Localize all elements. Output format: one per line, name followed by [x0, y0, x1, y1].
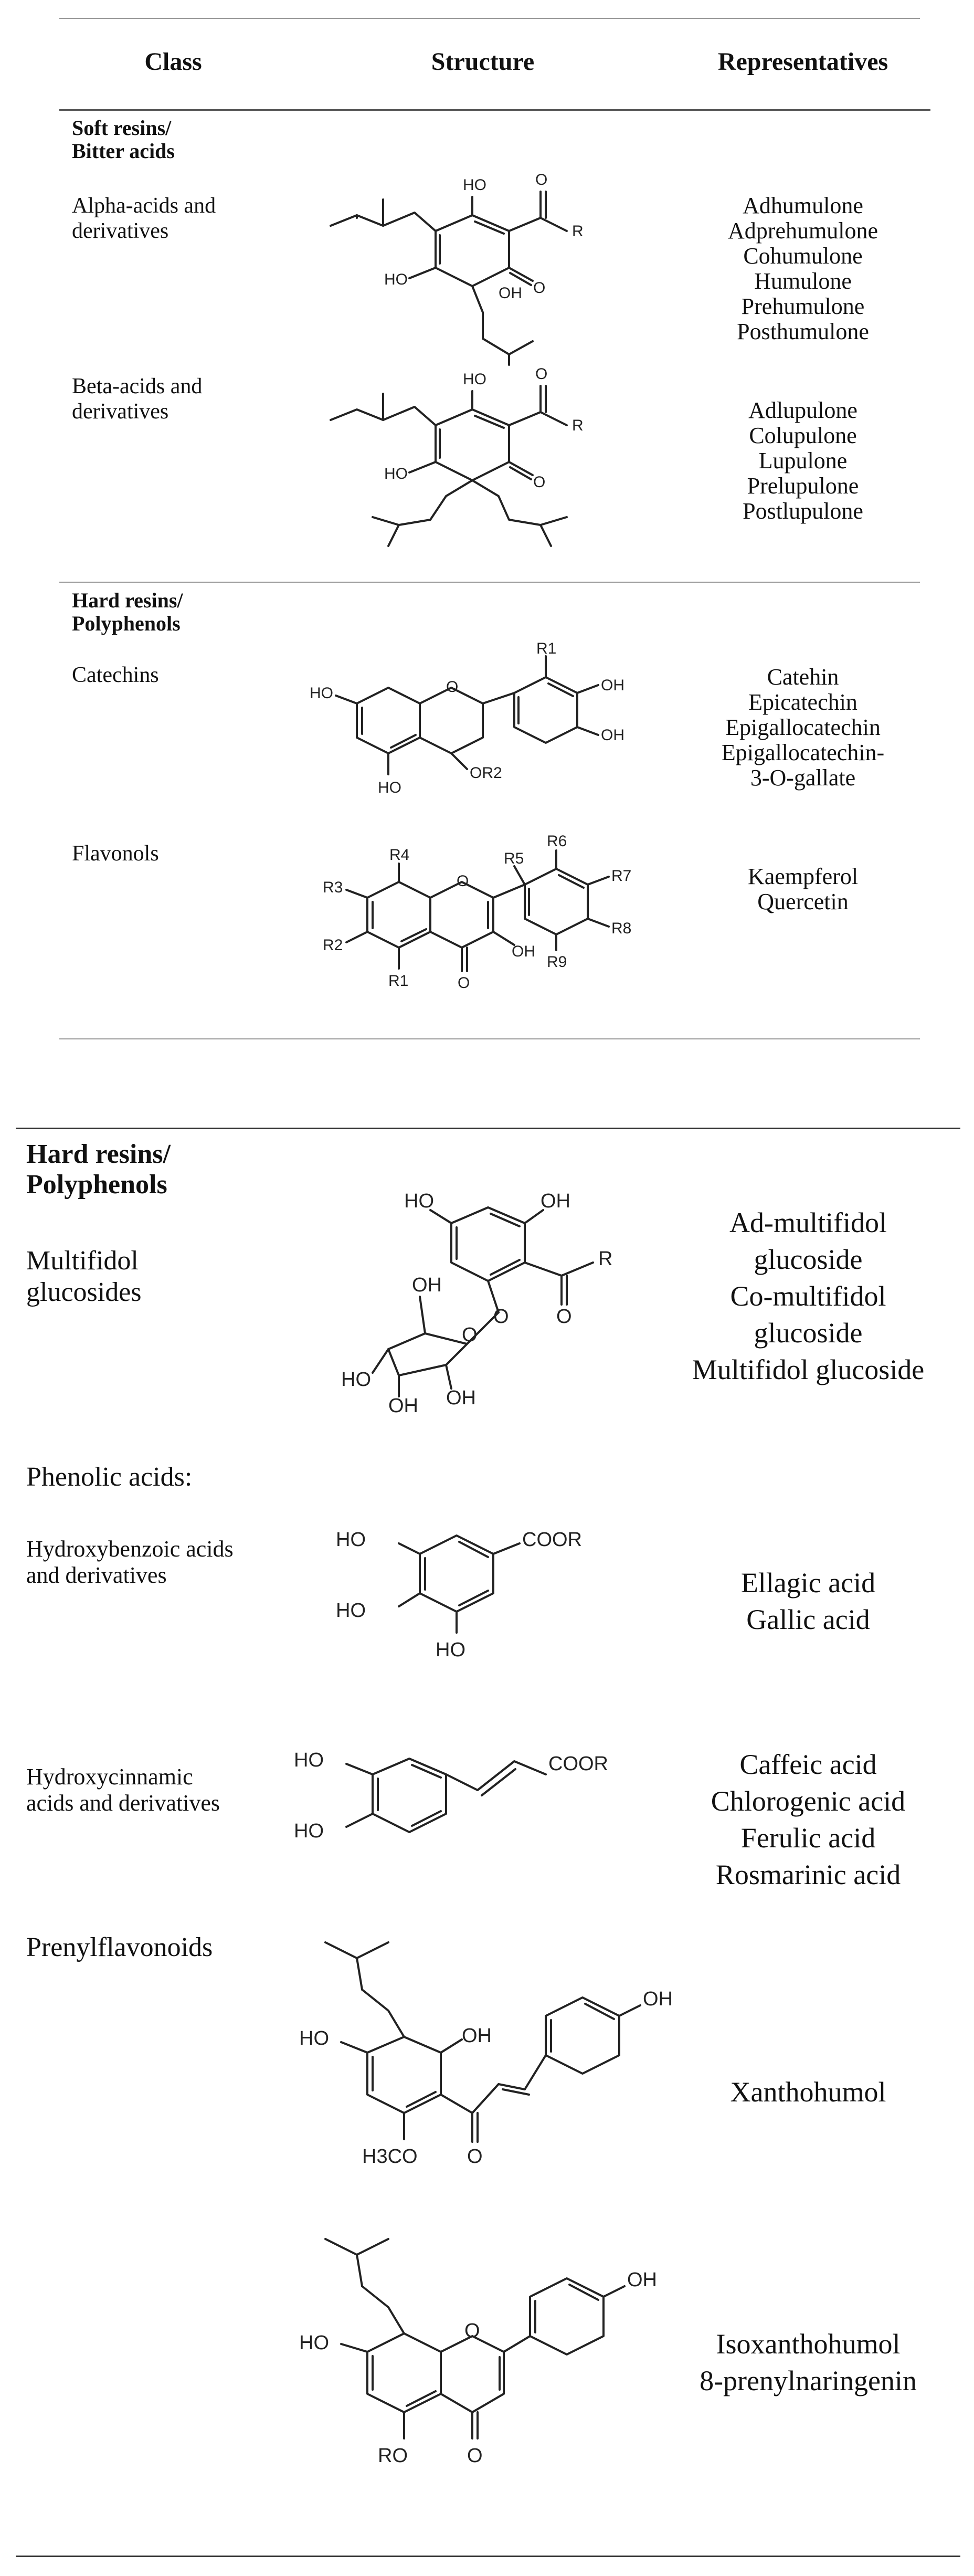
label-oh: OH [499, 285, 522, 302]
label-ho: HO [310, 685, 333, 702]
label-oh: OH [388, 1395, 418, 1417]
hydroxycinnamic-acid-structure: HO COOR HO [294, 1749, 608, 1842]
xanthohumol-structure: OH HO OH H3CO O [299, 1941, 673, 2168]
label-o: O [535, 365, 547, 383]
class-hydroxycinnamic-acids: Hydroxycinnamic acids and derivatives [26, 1764, 220, 1816]
label-r3: R3 [323, 879, 343, 896]
label-o: O [467, 2146, 483, 2168]
label-ho: HO [294, 1820, 324, 1842]
class-hydroxybenzoic-acids: Hydroxybenzoic acids and derivatives [26, 1536, 234, 1588]
class-multifidol-glucosides: Multifidol glucosides [26, 1246, 142, 1307]
label-r: R [598, 1248, 612, 1270]
label-ho: HO [463, 371, 486, 388]
flavonol-structure: R4 R3 R2 R1 O R5 R6 R7 R8 R9 OH O [323, 833, 631, 992]
label-ho: HO [463, 176, 486, 194]
column-header-class: Class [144, 48, 202, 76]
label-oh: OH [627, 2269, 657, 2291]
column-header-representatives: Representatives [717, 48, 888, 76]
reps-multifidol-glucosides: Ad-multifidol glucoside Co-multifidol gl… [692, 1207, 925, 1385]
label-r4: R4 [389, 846, 409, 864]
label-r: R [572, 223, 584, 240]
reps-xanthohumol: Xanthohumol [730, 2076, 886, 2108]
continuation-top-rule [16, 1128, 960, 1129]
label-ho: HO [336, 1600, 366, 1622]
label-ho: HO [336, 1529, 366, 1551]
bond [330, 198, 384, 227]
section-divider [59, 582, 920, 583]
label-ho: HO [384, 271, 408, 288]
label-r1: R1 [388, 972, 408, 990]
label-coor: COOR [548, 1753, 608, 1775]
label-oh: OH [601, 727, 624, 744]
label-oh: OH [462, 2025, 492, 2047]
reps-catechins: Catehin Epicatechin Epigallocatechin Epi… [721, 664, 885, 791]
label-r6: R6 [547, 833, 567, 850]
reps-hydroxybenzoic-acids: Ellagic acid Gallic acid [740, 1567, 876, 1635]
subheading-phenolic-acids: Phenolic acids: [26, 1462, 193, 1492]
header-rule [59, 109, 930, 111]
label-oh: OH [412, 1274, 442, 1296]
label-o: O [457, 872, 469, 890]
label-oh: OH [643, 1988, 673, 2010]
reps-isoxanthohumol: Isoxanthohumol 8-prenylnaringenin [700, 2328, 917, 2396]
isoxanthohumol-structure: OH O HO RO O [299, 2238, 657, 2467]
label-coor: COOR [522, 1529, 582, 1551]
label-o: O [533, 474, 545, 491]
label-r2: R2 [323, 937, 343, 954]
class-prenylflavonoids: Prenylflavonoids [26, 1932, 213, 1962]
beta-acid-structure: HO O R HO O [330, 365, 584, 547]
label-ho: HO [436, 1639, 465, 1661]
label-o: O [533, 279, 545, 297]
label-o: O [458, 974, 470, 992]
label-ro: RO [378, 2445, 408, 2467]
label-r9: R9 [547, 953, 567, 971]
label-oh: OH [446, 1387, 476, 1409]
table-bottom-rule [59, 1038, 920, 1039]
label-oh: OH [601, 677, 624, 694]
label-o: O [464, 2320, 480, 2342]
label-ho: HO [378, 779, 401, 796]
label-or2: OR2 [470, 764, 502, 782]
reps-alpha-acids: Adhumulone Adprehumulone Cohumulone Humu… [728, 193, 878, 344]
gallic-acid-structure: HO COOR HO HO [336, 1529, 582, 1661]
reps-beta-acids: Adlupulone Colupulone Lupulone Prelupulo… [743, 397, 863, 524]
reps-hydroxycinnamic-acids: Caffeic acid Chlorogenic acid Ferulic ac… [711, 1749, 906, 1890]
label-r5: R5 [504, 850, 524, 867]
label-h3co: H3CO [362, 2146, 418, 2168]
label-r8: R8 [611, 920, 631, 937]
label-r1: R1 [536, 640, 556, 657]
label-ho: HO [341, 1369, 371, 1391]
label-o: O [462, 1324, 478, 1346]
label-o: O [535, 171, 547, 188]
section-title-hard-resins-continued: Hard resins/ Polyphenols [26, 1139, 171, 1200]
label-oh: OH [512, 943, 535, 960]
column-header-structure: Structure [431, 48, 535, 76]
label-r7: R7 [611, 867, 631, 885]
class-catechins: Catechins [72, 663, 159, 687]
class-alpha-acids: Alpha-acids and derivatives [72, 194, 216, 243]
label-o: O [467, 2445, 483, 2467]
class-flavonols: Flavonols [72, 842, 159, 866]
alpha-acid-structure: HO O R HO O OH [330, 171, 584, 366]
label-r: R [572, 417, 584, 434]
label-oh: OH [541, 1190, 570, 1212]
class-beta-acids: Beta-acids and derivatives [72, 374, 203, 424]
table-top-rule [59, 18, 920, 19]
label-ho: HO [299, 2027, 329, 2049]
catechin-structure: R1 OH OH HO O OR2 HO [310, 640, 624, 796]
multifidol-glucoside-structure: HO OH R O O OH O HO OH OH [341, 1190, 612, 1417]
label-o: O [493, 1306, 509, 1328]
label-ho: HO [404, 1190, 434, 1212]
label-ho: HO [299, 2332, 329, 2354]
reps-flavonols: Kaempferol Quercetin [747, 864, 859, 914]
section-title-soft-resins: Soft resins/ Bitter acids [72, 116, 175, 163]
continuation-bottom-rule [16, 2556, 960, 2557]
label-ho: HO [384, 465, 408, 482]
label-ho: HO [294, 1749, 324, 1771]
label-o: O [556, 1306, 572, 1328]
label-o: O [446, 678, 458, 696]
section-title-hard-resins: Hard resins/ Polyphenols [72, 588, 183, 635]
